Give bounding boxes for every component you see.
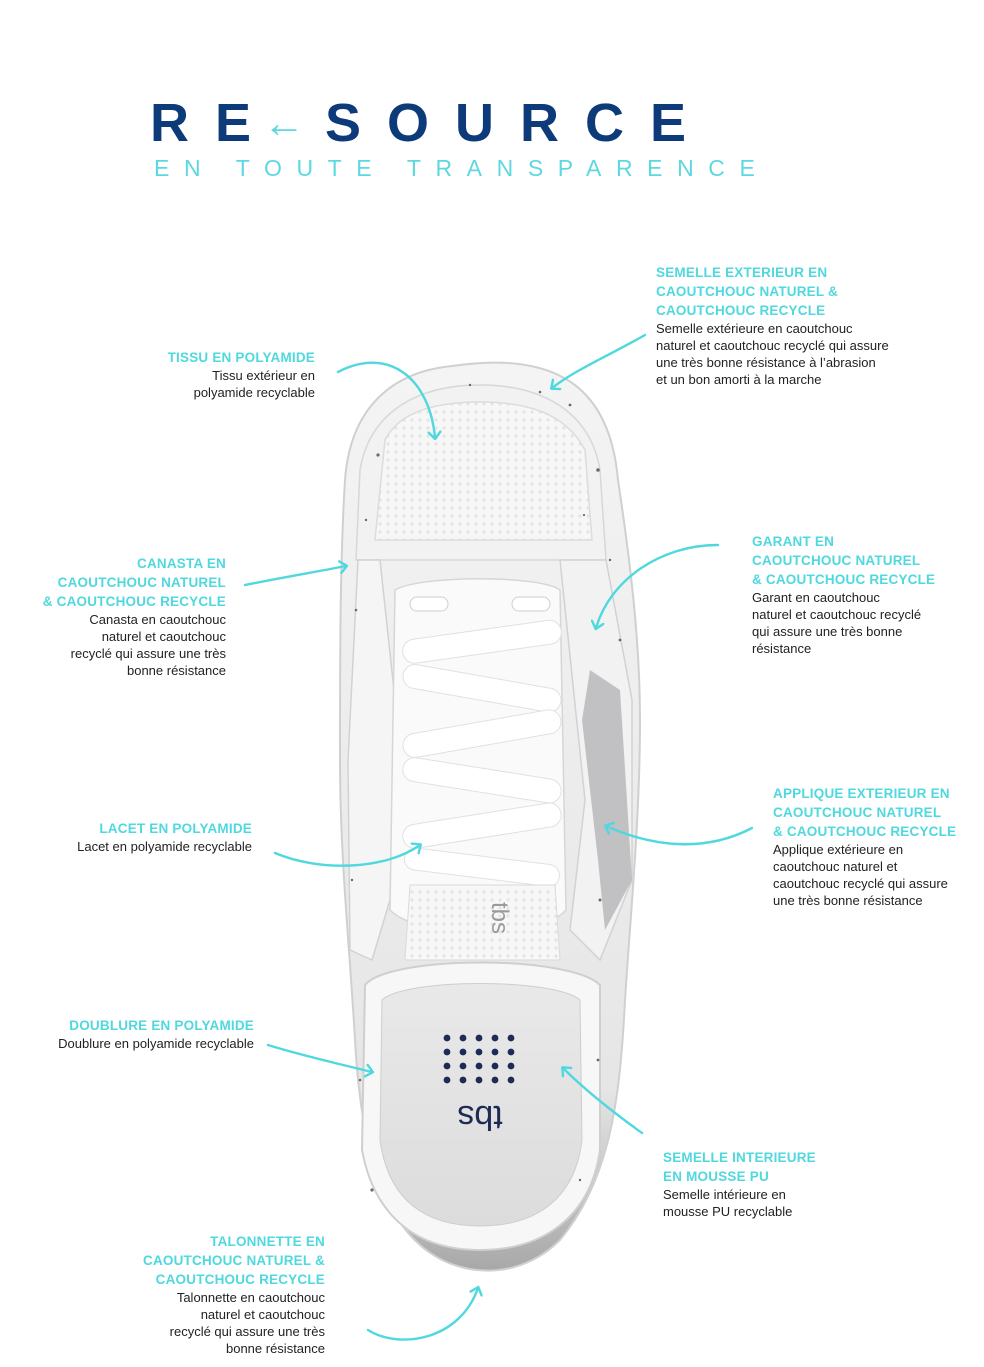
callout-text-line: naturel et caoutchouc recyclé	[752, 607, 922, 622]
callout-text-line: une très bonne résistance à l’abrasion	[656, 355, 876, 370]
left-arrow-icon: ←	[263, 99, 306, 146]
callout-text-line: Canasta en caoutchouc	[89, 612, 226, 627]
callout-arrows	[243, 333, 754, 1341]
callout-text-line: qui assure une très bonne	[752, 624, 903, 639]
callout-heading: CAOUTCHOUC NATUREL	[752, 553, 921, 568]
callout-text-line: Talonnette en caoutchouc	[176, 1290, 325, 1305]
page-subtitle: EN TOUTE TRANSPARENCE	[154, 155, 770, 181]
callout-heading: CANASTA EN	[137, 556, 226, 571]
callout-talonnette: TALONNETTE EN CAOUTCHOUC NATUREL & CAOUT…	[95, 1232, 325, 1357]
vent-left	[409, 596, 449, 612]
callout-text-line: caoutchouc recyclé qui assure	[773, 876, 948, 891]
callout-heading: & CAOUTCHOUC RECYCLE	[42, 594, 226, 609]
callout-heading: CAOUTCHOUC RECYCLE	[656, 303, 826, 318]
insole	[379, 983, 583, 1227]
arrow-tissu	[336, 361, 435, 438]
callout-text-line: recyclé qui assure une très	[70, 646, 226, 661]
arrow-canasta	[243, 566, 346, 587]
callout-doublure: DOUBLURE EN POLYAMIDE Doublure en polyam…	[4, 1016, 254, 1052]
callout-heading: SEMELLE EXTERIEUR EN	[656, 265, 828, 280]
insole-dots	[443, 1034, 515, 1084]
arrow-doublure	[266, 1043, 372, 1072]
arrow-applique	[606, 826, 754, 846]
callout-text-line: bonne résistance	[126, 663, 226, 678]
tongue-logo: tbs	[486, 902, 513, 934]
callout-heading: CAOUTCHOUC NATUREL	[57, 575, 226, 590]
callout-text-line: résistance	[752, 641, 812, 656]
callout-text-line: naturel et caoutchouc	[200, 1307, 325, 1322]
callout-garant: GARANT EN CAOUTCHOUC NATUREL & CAOUTCHOU…	[752, 532, 977, 657]
callout-text-line: naturel et caoutchouc	[101, 629, 226, 644]
arrow-garant	[596, 543, 720, 628]
callout-heading: & CAOUTCHOUC RECYCLE	[752, 572, 936, 587]
sole-speckles	[350, 383, 622, 1192]
arrow-semelle-ext	[552, 333, 647, 388]
callout-text-line: Garant en caoutchouc	[752, 590, 880, 605]
insole-logo: tbs	[457, 1098, 502, 1136]
arrow-semelle-int	[563, 1068, 644, 1135]
callout-lacet: LACET EN POLYAMIDE Lacet en polyamide re…	[12, 819, 252, 855]
page-title: RE← SOURCE	[150, 92, 840, 154]
callout-heading: SEMELLE INTERIEURE	[663, 1150, 816, 1165]
arrow-lacet	[273, 845, 420, 867]
callout-text-line: Tissu extérieur en	[212, 368, 315, 383]
callout-canasta: CANASTA EN CAOUTCHOUC NATUREL & CAOUTCHO…	[6, 554, 226, 679]
callout-heading: TALONNETTE EN	[210, 1234, 325, 1249]
arrow-talonnette	[366, 1288, 478, 1341]
callout-text-line: mousse PU recyclable	[663, 1204, 793, 1219]
callout-text-line: polyamide recyclable	[193, 385, 315, 400]
callout-heading: CAOUTCHOUC NATUREL &	[143, 1253, 325, 1268]
callout-text-line: Applique extérieure en	[773, 842, 904, 857]
tongue	[404, 884, 561, 961]
callout-text-line: bonne résistance	[225, 1341, 325, 1356]
callout-text-line: caoutchouc naturel et	[773, 859, 898, 874]
callout-heading: APPLIQUE EXTERIEUR EN	[773, 786, 950, 801]
callout-applique: APPLIQUE EXTERIEUR EN CAOUTCHOUC NATUREL…	[773, 784, 983, 909]
callout-heading: DOUBLURE EN POLYAMIDE	[69, 1018, 254, 1033]
callout-heading: GARANT EN	[752, 534, 835, 549]
callout-semelle-exterieur: SEMELLE EXTERIEUR EN CAOUTCHOUC NATUREL …	[656, 263, 956, 388]
callout-heading: CAOUTCHOUC RECYCLE	[155, 1272, 325, 1287]
callout-text-line: et un bon amorti à la marche	[656, 372, 822, 387]
laces	[402, 619, 562, 887]
callout-heading: TISSU EN POLYAMIDE	[167, 350, 315, 365]
callout-tissu: TISSU EN POLYAMIDE Tissu extérieur en po…	[60, 348, 315, 401]
callout-heading: LACET EN POLYAMIDE	[99, 821, 252, 836]
callout-text-line: Semelle extérieure en caoutchouc	[656, 321, 853, 336]
side-stripe	[582, 670, 632, 930]
mesh-vamp	[374, 401, 593, 541]
callout-text-line: une très bonne résistance	[773, 893, 923, 908]
title-part-re: RE	[150, 93, 278, 153]
callout-semelle-interieure: SEMELLE INTERIEURE EN MOUSSE PU Semelle …	[663, 1148, 883, 1220]
callout-heading: & CAOUTCHOUC RECYCLE	[773, 824, 957, 839]
callout-text-line: naturel et caoutchouc recyclé qui assure	[656, 338, 889, 353]
callout-heading: CAOUTCHOUC NATUREL &	[656, 284, 838, 299]
callout-heading: EN MOUSSE PU	[663, 1169, 769, 1184]
callout-text-line: recyclé qui assure une très	[169, 1324, 325, 1339]
callout-text-line: Doublure en polyamide recyclable	[58, 1036, 254, 1051]
vent-right	[511, 596, 551, 612]
callout-text-line: Semelle intérieure en	[663, 1187, 786, 1202]
title-part-source: SOURCE	[325, 93, 713, 153]
callout-heading: CAOUTCHOUC NATUREL	[773, 805, 942, 820]
callout-text-line: Lacet en polyamide recyclable	[77, 839, 252, 854]
